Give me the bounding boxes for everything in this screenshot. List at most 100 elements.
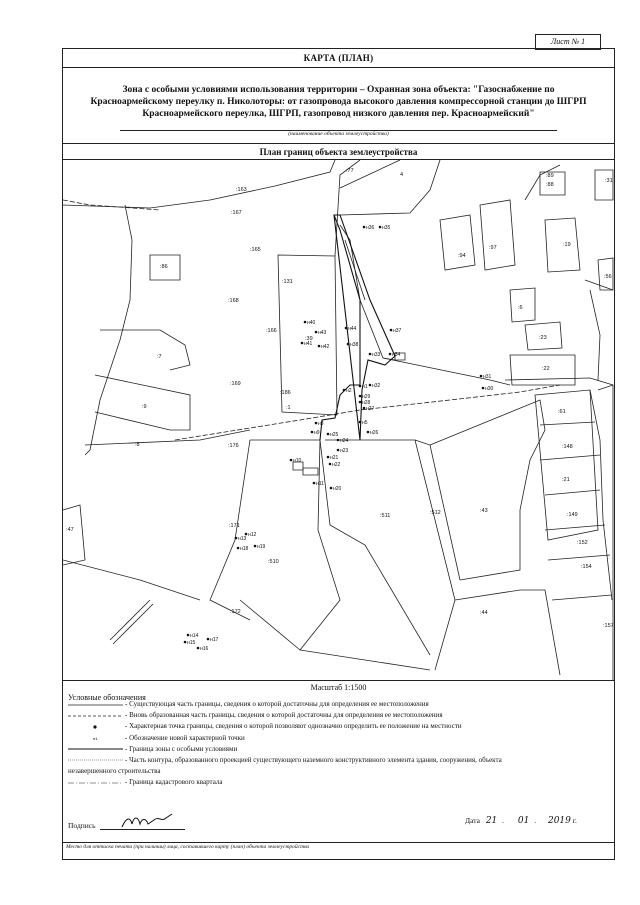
divider	[62, 67, 615, 68]
divider	[62, 680, 615, 681]
plan-title: План границ объекта землеустройства	[259, 147, 418, 157]
point-label-n12: н12	[248, 532, 257, 538]
boundary-point-marker	[234, 536, 238, 540]
boundary-point-marker	[362, 225, 366, 229]
point-label-n11: н11	[316, 481, 324, 487]
parcel-label-39: :39	[305, 336, 313, 342]
point-label-n14: н14	[190, 633, 199, 639]
parcel-label-172: :172	[230, 609, 241, 615]
boundary-point-marker	[253, 544, 257, 548]
divider	[62, 159, 615, 160]
map-frame	[62, 48, 615, 860]
parcel-label-19: :19	[563, 242, 571, 248]
point-label-n34: н34	[392, 352, 401, 358]
parcel-label-4: 4	[400, 172, 403, 178]
parcel-label-86: :86	[160, 264, 168, 270]
divider	[62, 842, 615, 843]
point-label-n20: н20	[333, 486, 342, 492]
parcel-label-31: :31	[605, 178, 613, 184]
boundary-point-marker	[326, 432, 330, 436]
legend-item-new-point: - Обозначение новой характерной точки	[125, 734, 245, 742]
point-label-n28: н28	[362, 400, 371, 406]
boundary-point-marker	[368, 383, 372, 387]
zone-title: Зона с особыми условиями использования т…	[70, 84, 607, 120]
legend-new-point-symbol: н1	[93, 736, 98, 741]
parcel-label-23: :23	[539, 335, 547, 341]
point-label-n18: н18	[240, 546, 249, 552]
point-label-n36: н36	[366, 225, 375, 231]
boundary-point-marker	[206, 637, 210, 641]
parcel-label-6: :6	[518, 305, 523, 311]
parcel-label-8: :8	[135, 442, 140, 448]
point-label-n32: н32	[372, 383, 381, 389]
parcel-label-97: :97	[489, 245, 497, 251]
date-label: Дата	[465, 816, 480, 825]
sheet-number: Лист № 1	[535, 34, 601, 50]
date-month: 01	[517, 816, 530, 826]
parcel-label-511: :511	[380, 513, 390, 519]
boundary-point-marker	[196, 646, 200, 650]
parcel-label-169: :169	[230, 381, 241, 387]
point-label-n17: н17	[210, 637, 219, 643]
boundary-point-marker	[378, 225, 382, 229]
parcel-label-21: :21	[562, 477, 570, 483]
parcel-label-44: :44	[480, 610, 488, 616]
point-label-n41: н41	[304, 341, 313, 347]
parcel-label-88: :88	[546, 182, 554, 188]
legend-item-building-contour-cont: незавершенного строительства	[68, 767, 161, 775]
boundary-point-marker	[303, 320, 307, 324]
parcel-label-77: :77	[346, 168, 354, 174]
signature-line	[100, 829, 185, 830]
parcel-label-94: :94	[458, 253, 466, 259]
parcel-label-43: :43	[480, 508, 488, 514]
parcel-label-148: :148	[562, 444, 573, 450]
boundary-point-marker	[362, 406, 366, 410]
boundary-point-marker	[183, 640, 187, 644]
boundary-point-marker	[481, 386, 485, 390]
point-label-n40: н40	[307, 320, 316, 326]
parcel-label-22: :22	[542, 366, 550, 372]
parcel-label-510: :510	[268, 559, 279, 565]
boundary-point-marker	[328, 462, 332, 466]
boundary-point-marker	[358, 394, 362, 398]
parcel-label-167: :167	[231, 210, 242, 216]
point-label-n27: н27	[366, 406, 375, 412]
parcel-label-157: :157	[603, 623, 614, 629]
parcel-label-166: :166	[266, 328, 277, 334]
boundary-point-marker	[236, 546, 240, 550]
zone-title-line-2: Красноармейскому переулку п. Николоторы:…	[90, 97, 587, 107]
point-label-n1: н1	[362, 384, 368, 390]
map-title: КАРТА (ПЛАН)	[303, 53, 374, 63]
point-label-n9: н9	[314, 430, 320, 436]
legend-heading: Условные обозначения	[68, 693, 146, 702]
legend-item-existing-boundary: - Существующая часть границы, сведения о…	[125, 700, 429, 708]
boundary-point-marker	[300, 341, 304, 345]
point-label-n10: н10	[293, 458, 302, 464]
point-label-n31: н31	[483, 374, 492, 380]
legend-symbols: н1	[68, 704, 123, 784]
point-label-n44: н44	[348, 326, 357, 332]
point-label-n30: н30	[485, 386, 494, 392]
point-label-n5: н5	[362, 420, 368, 426]
parcel-label-89: :89	[546, 173, 554, 179]
boundary-point-marker	[358, 384, 362, 388]
point-label-n22: н22	[332, 462, 341, 468]
date-year: 2019	[547, 816, 571, 826]
stamp-place-note: Место для оттиска печати (при наличии) л…	[66, 844, 310, 850]
parcel-label-186: :186	[280, 390, 291, 396]
parcel-label-154: :154	[581, 564, 592, 570]
parcel-label-61: :61	[558, 409, 566, 415]
point-label-n37: н37	[393, 328, 402, 334]
boundary-point-marker	[389, 328, 393, 332]
cadastral-map: :774:163:167:165:86:168:166:7:169:9:186:…	[63, 160, 614, 680]
parcel-label-163: :163	[236, 187, 247, 193]
signature-label: Подпись	[68, 821, 96, 830]
point-label-n15: н15	[187, 640, 196, 646]
point-label-n35: н35	[382, 225, 391, 231]
point-label-n21: н21	[330, 455, 339, 461]
point-label-n19: н19	[257, 544, 266, 550]
boundary-point-marker	[312, 481, 316, 485]
point-label-n42: н42	[321, 344, 330, 350]
protection-zone-outline	[319, 214, 396, 441]
